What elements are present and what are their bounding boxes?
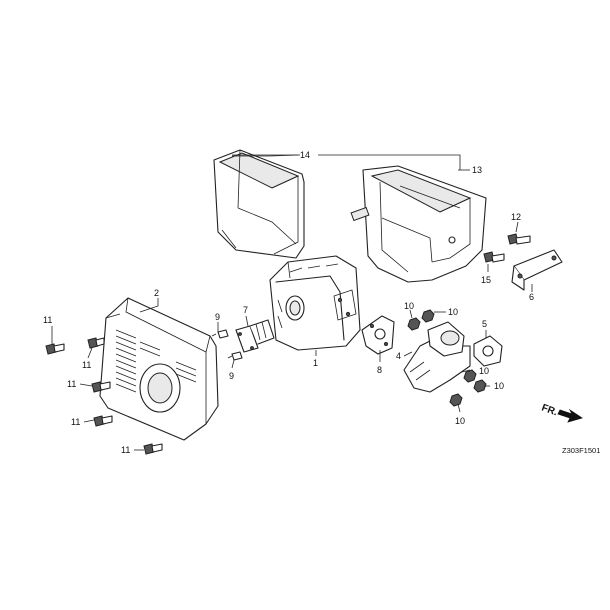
callout-9-lower: 9: [229, 371, 234, 381]
part-2-muffler-cover: [99, 297, 219, 441]
part-1-muffler: [269, 255, 361, 351]
cover-louvers: [115, 329, 197, 393]
callout-11-c: 11: [67, 379, 76, 389]
callout-11-b: 11: [82, 360, 91, 370]
part-14-cover: [213, 149, 305, 259]
part-7-spark-arrester: [235, 319, 275, 353]
part-11-bolts: [45, 337, 163, 455]
callout-11-a: 11: [43, 315, 52, 325]
front-direction-indicator: FR.: [540, 402, 583, 423]
part-9-screws: [211, 329, 243, 361]
callout-4: 4: [396, 351, 401, 361]
callout-8: 8: [377, 365, 382, 375]
callout-10-a: 10: [404, 301, 414, 311]
figure-code: Z303F1501: [562, 446, 600, 455]
part-5-exhaust-gasket: [473, 335, 503, 367]
part-12-bolt: [507, 233, 531, 245]
callout-14: 14: [300, 150, 310, 160]
callout-10-d: 10: [494, 381, 504, 391]
part-6-bracket: [511, 249, 563, 291]
callout-10-b: 10: [448, 307, 458, 317]
direction-arrow-icon: [557, 408, 583, 423]
part-4-exhaust-pipe: [403, 321, 471, 393]
callout-13: 13: [472, 165, 482, 175]
direction-label: FR.: [540, 402, 559, 418]
callout-5: 5: [482, 319, 487, 329]
leader-lines: [51, 154, 533, 451]
callout-7: 7: [243, 305, 248, 315]
callout-15: 15: [481, 275, 491, 285]
callout-6: 6: [529, 292, 534, 302]
part-13-protector: [350, 165, 487, 283]
callout-1: 1: [313, 358, 318, 368]
callout-10-e: 10: [455, 416, 465, 426]
part-10-nuts: [407, 309, 487, 407]
callout-9-upper: 9: [215, 312, 220, 322]
callout-10-c: 10: [479, 366, 489, 376]
callout-11-e: 11: [121, 445, 130, 455]
callout-12: 12: [511, 212, 521, 222]
callout-2: 2: [154, 288, 159, 298]
part-15-bolt: [483, 251, 505, 263]
callout-11-d: 11: [71, 417, 80, 427]
part-8-gasket: [361, 315, 395, 355]
